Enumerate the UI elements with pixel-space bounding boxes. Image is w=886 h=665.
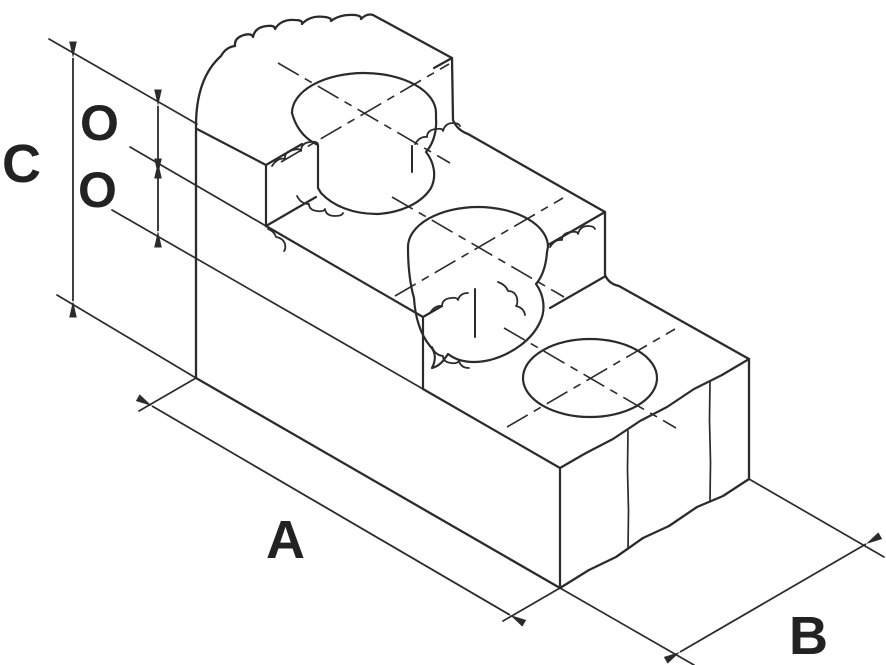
- scallop-band-riser2-right: [549, 225, 596, 248]
- tslot2-centerlines: [391, 196, 565, 298]
- scallop-band-riser1-right: [414, 122, 461, 145]
- dimension-arrows: [69, 41, 883, 664]
- scallop-band-step2-front: [267, 228, 287, 252]
- end-face-serration-groove-1: [626, 430, 630, 550]
- riser2-bottom-edge: [548, 275, 606, 310]
- dim-b-arrow: [663, 532, 883, 664]
- dim-label-c: C: [2, 134, 41, 194]
- step1-front-top-edge: [195, 127, 268, 167]
- step2-front-top-edge: [264, 224, 425, 319]
- scallop-band-riser2-left: [429, 292, 469, 314]
- serration-scallops: [267, 122, 596, 369]
- riser1-top-edge: [264, 56, 454, 167]
- dimension-labels: C O O A B: [2, 95, 828, 665]
- step3-front-top-edge: [421, 387, 562, 470]
- ext-line-b-front: [559, 587, 695, 665]
- ext-line-low-level: [111, 209, 424, 390]
- ext-line-bottom-level: [56, 294, 197, 379]
- scallop-band-tslot1-under: [296, 195, 344, 217]
- tslot1-outline: [290, 71, 438, 216]
- tslot-counterbore-1: [277, 62, 451, 216]
- dim-label-o-upper: O: [80, 95, 119, 151]
- ext-line-a-left: [138, 377, 197, 412]
- tslot2-outline: [406, 205, 550, 370]
- round-hole-outline: [521, 337, 659, 419]
- ext-line-a-right: [502, 587, 561, 622]
- jaw-block-outline: [194, 13, 751, 590]
- ext-line-mid-level: [129, 146, 267, 227]
- dim-label-o-lower: O: [78, 162, 117, 218]
- end-face-serration-groove-2: [708, 381, 712, 502]
- riser1-bottom-edge: [264, 195, 318, 228]
- ext-line-top-level: [48, 38, 198, 125]
- round-hole-centerlines: [503, 327, 677, 429]
- dim-a-arrow: [135, 394, 527, 627]
- dim-label-b: B: [789, 606, 828, 665]
- block-silhouette: [194, 13, 751, 590]
- round-hole: [503, 327, 677, 429]
- tslot1-centerlines: [277, 62, 451, 164]
- end-face-top-edge: [558, 357, 751, 470]
- scallop-band-riser2-face: [497, 281, 526, 316]
- tslot-counterbore-2: [391, 196, 565, 370]
- scallop-band-tslot2-under: [431, 346, 470, 369]
- dim-label-a: A: [266, 510, 305, 570]
